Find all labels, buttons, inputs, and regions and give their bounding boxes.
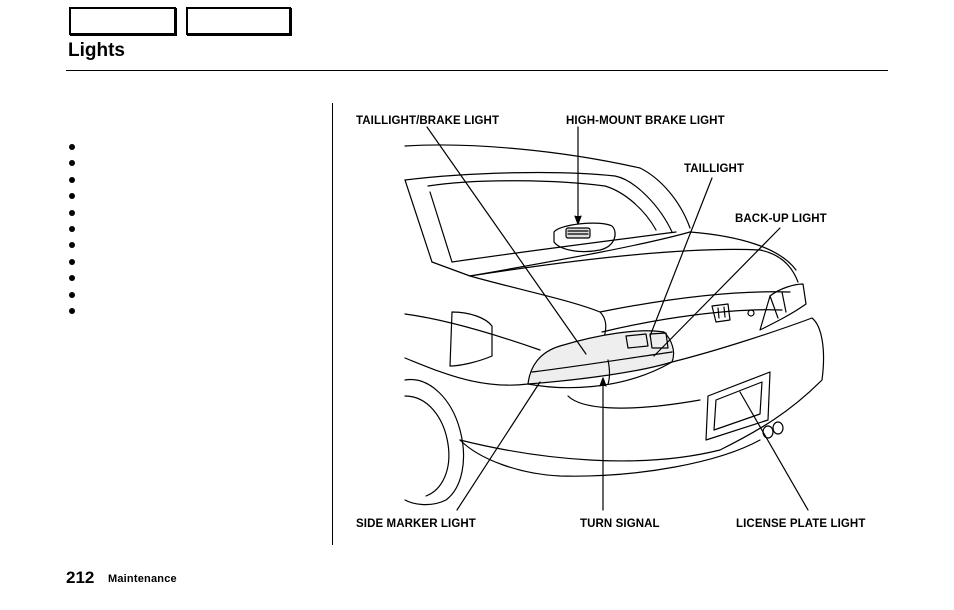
- nav-button-contents[interactable]: [69, 7, 176, 35]
- bullet-icon: [69, 258, 75, 265]
- bullet-icon: [69, 193, 75, 200]
- bullet-icon: [69, 144, 75, 150]
- callout-backup-light: BACK-UP LIGHT: [735, 213, 827, 225]
- callout-taillight-brake-light: TAILLIGHT/BRAKE LIGHT: [356, 115, 500, 127]
- bullet-icon: [69, 209, 75, 216]
- nav-button-index[interactable]: [186, 7, 291, 35]
- section-name: Maintenance: [108, 573, 177, 585]
- column-divider: [332, 103, 333, 545]
- callout-taillight: TAILLIGHT: [684, 163, 745, 175]
- bullet-icon: [69, 242, 75, 249]
- bullet-icon: [69, 160, 75, 167]
- bullet-icon: [69, 291, 75, 298]
- callout-license-plate-light: LICENSE PLATE LIGHT: [736, 518, 866, 530]
- callout-turn-signal: TURN SIGNAL: [580, 518, 660, 530]
- title-divider: [66, 70, 888, 71]
- bullet-icon: [69, 275, 75, 282]
- page-title: Lights: [68, 40, 125, 61]
- bullet-icon: [69, 176, 75, 183]
- callout-high-mount-brake-light: HIGH-MOUNT BRAKE LIGHT: [566, 115, 725, 127]
- page-number: 212: [66, 568, 95, 587]
- bullet-icon: [69, 307, 75, 314]
- bullet-icon: [69, 225, 75, 232]
- callout-side-marker-light: SIDE MARKER LIGHT: [356, 518, 476, 530]
